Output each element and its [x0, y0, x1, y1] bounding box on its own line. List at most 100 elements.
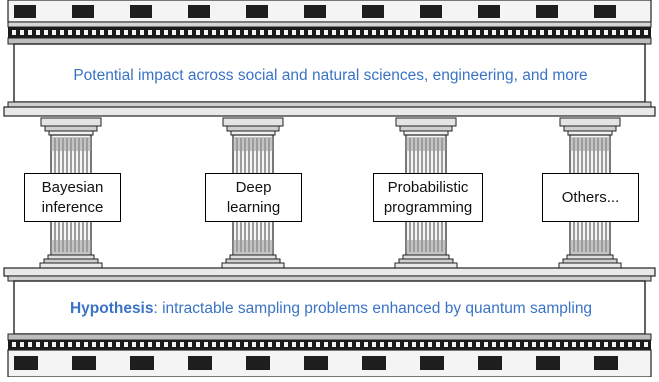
- dentil: [604, 30, 608, 35]
- dentil: [76, 30, 80, 35]
- dentil: [300, 30, 304, 35]
- column: [558, 117, 622, 269]
- dentil: [500, 342, 504, 347]
- dentil: [276, 342, 280, 347]
- dentil: [508, 342, 512, 347]
- dentil: [204, 30, 208, 35]
- dentil: [500, 30, 504, 35]
- dentil: [244, 342, 248, 347]
- dentil: [572, 342, 576, 347]
- dentil: [52, 342, 56, 347]
- dentil: [612, 30, 616, 35]
- dentil: [356, 342, 360, 347]
- dentil: [372, 342, 376, 347]
- dentil: [220, 342, 224, 347]
- dentil: [92, 342, 96, 347]
- dentil: [132, 342, 136, 347]
- dentil: [324, 30, 328, 35]
- dentil: [20, 30, 24, 35]
- dentil: [556, 342, 560, 347]
- triglyph-block: [594, 5, 616, 18]
- dentil: [348, 30, 352, 35]
- dentil: [356, 30, 360, 35]
- triglyph-block: [362, 5, 384, 18]
- dentil: [148, 30, 152, 35]
- dentil: [116, 30, 120, 35]
- dentil: [236, 342, 240, 347]
- dentil: [588, 342, 592, 347]
- dentil: [28, 342, 32, 347]
- pillar-label-probabilistic-programming: Probabilistic programming: [373, 173, 483, 222]
- dentil: [228, 30, 232, 35]
- triglyph-block: [14, 5, 36, 18]
- dentil: [108, 30, 112, 35]
- dentil: [380, 342, 384, 347]
- dentil: [260, 30, 264, 35]
- dentil: [164, 342, 168, 347]
- dentil: [196, 342, 200, 347]
- dentil: [292, 30, 296, 35]
- dentil: [444, 30, 448, 35]
- dentil: [84, 342, 88, 347]
- dentil: [364, 30, 368, 35]
- dentil: [580, 30, 584, 35]
- dentil: [620, 342, 624, 347]
- dentil: [444, 342, 448, 347]
- triglyph-block: [536, 5, 558, 18]
- dentil: [172, 30, 176, 35]
- dentil: [452, 30, 456, 35]
- dentil: [580, 342, 584, 347]
- dentil: [244, 30, 248, 35]
- dentil: [564, 342, 568, 347]
- dentil: [20, 342, 24, 347]
- dentil: [284, 30, 288, 35]
- dentil: [92, 30, 96, 35]
- dentil: [532, 30, 536, 35]
- pillar-label-deep-learning: Deep learning: [205, 173, 302, 222]
- dentil: [556, 30, 560, 35]
- dentil: [132, 30, 136, 35]
- pillar-label-others: Others...: [542, 173, 639, 222]
- dentil: [428, 342, 432, 347]
- dentil: [476, 30, 480, 35]
- dentil: [412, 342, 416, 347]
- dentil: [508, 30, 512, 35]
- dentil: [180, 342, 184, 347]
- dentil: [60, 30, 64, 35]
- dentil: [76, 342, 80, 347]
- dentil: [468, 30, 472, 35]
- dentil: [28, 30, 32, 35]
- dentil: [52, 30, 56, 35]
- dentil: [604, 342, 608, 347]
- dentil: [212, 30, 216, 35]
- dentil: [12, 342, 16, 347]
- dentil: [196, 30, 200, 35]
- dentil: [300, 342, 304, 347]
- dentil: [164, 30, 168, 35]
- dentil: [524, 30, 528, 35]
- dentil: [100, 30, 104, 35]
- dentil: [340, 30, 344, 35]
- dentil: [116, 342, 120, 347]
- dentil: [268, 342, 272, 347]
- dentil: [156, 30, 160, 35]
- dentil: [124, 342, 128, 347]
- dentil: [428, 30, 432, 35]
- dentil: [628, 342, 632, 347]
- dentil: [452, 342, 456, 347]
- dentil: [596, 342, 600, 347]
- dentil: [260, 342, 264, 347]
- dentil: [236, 30, 240, 35]
- dentil: [316, 342, 320, 347]
- dentil: [436, 30, 440, 35]
- triglyph-block: [420, 5, 442, 18]
- base-block: [594, 356, 618, 370]
- dentil: [140, 342, 144, 347]
- dentil: [436, 342, 440, 347]
- dentil: [124, 30, 128, 35]
- dentil: [204, 342, 208, 347]
- dentil: [188, 342, 192, 347]
- dentil: [540, 30, 544, 35]
- dentil: [12, 30, 16, 35]
